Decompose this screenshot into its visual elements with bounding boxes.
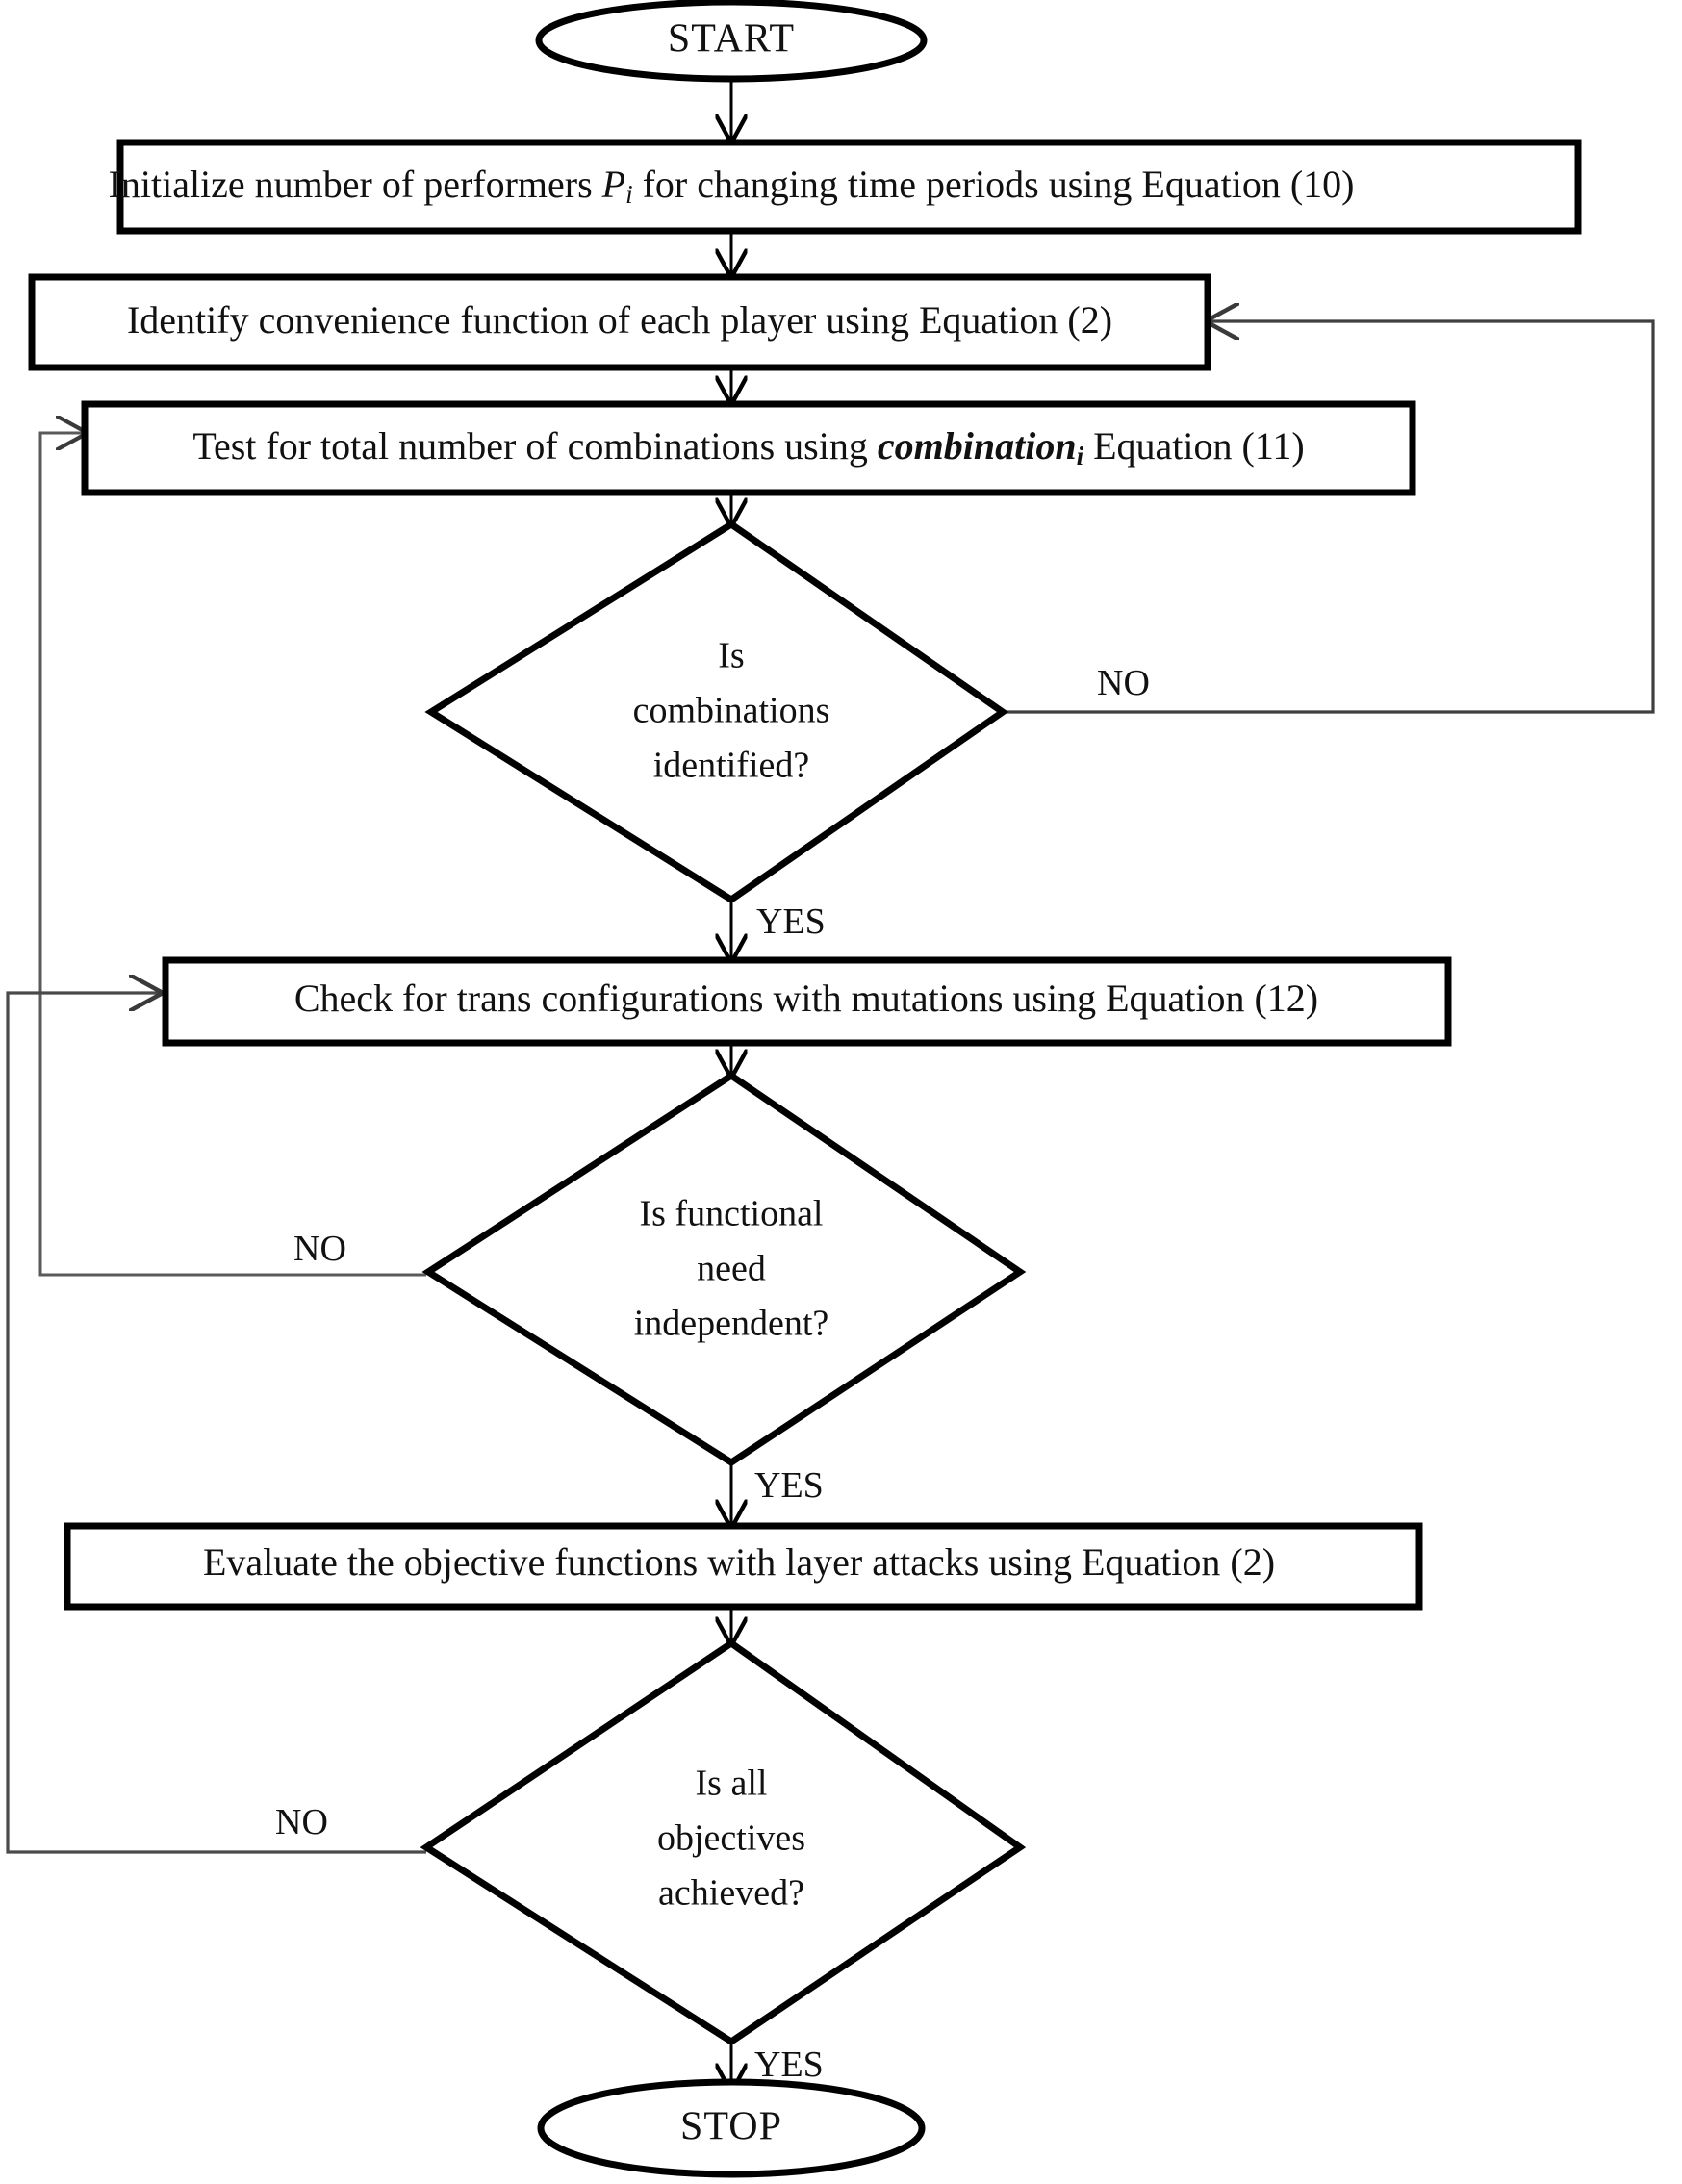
node-identify[interactable]: Identify convenience function of each pl… xyxy=(28,273,1211,371)
decision-objectives-diamond xyxy=(420,1638,1027,2046)
start-label: START xyxy=(668,17,795,62)
node-decision-objectives[interactable]: Is all objectives achieved? xyxy=(420,1638,1027,2046)
test-label: Test for total number of combinations us… xyxy=(192,424,1304,470)
edge-decision3-no-loop xyxy=(6,993,426,1854)
node-start[interactable]: START xyxy=(535,0,928,83)
test-text-after: Equation (11) xyxy=(1083,424,1305,468)
decision-functional-diamond xyxy=(421,1071,1027,1467)
decision-functional-line3: independent? xyxy=(634,1304,829,1344)
node-evaluate[interactable]: Evaluate the objective functions with la… xyxy=(64,1522,1423,1611)
decision-functional-line1: Is functional xyxy=(639,1194,823,1234)
label-functional-yes: YES xyxy=(754,1465,824,1506)
initialize-var: P xyxy=(601,163,625,206)
test-var-sub: i xyxy=(1077,442,1084,470)
evaluate-label: Evaluate the objective functions with la… xyxy=(203,1540,1275,1584)
decision-combinations-line2: combinations xyxy=(633,691,830,731)
label-functional-no: NO xyxy=(293,1229,346,1269)
node-initialize[interactable]: Initialize number of performers Pi for c… xyxy=(109,139,1582,235)
decision-combinations-line3: identified? xyxy=(653,746,809,786)
initialize-box xyxy=(116,139,1582,235)
start-ellipse xyxy=(535,0,928,83)
check-box xyxy=(162,956,1452,1047)
initialize-text-after: for changing time periods using Equation… xyxy=(633,163,1355,206)
initialize-text-before: Initialize number of performers xyxy=(109,163,602,206)
identify-label: Identify convenience function of each pl… xyxy=(127,298,1112,342)
label-objectives-no: NO xyxy=(275,1802,328,1842)
node-decision-combinations[interactable]: Is combinations identified? xyxy=(424,520,1009,904)
decision-combinations-diamond xyxy=(424,520,1009,904)
decision-objectives-line3: achieved? xyxy=(658,1873,804,1914)
stop-label: STOP xyxy=(680,2105,782,2149)
evaluate-box xyxy=(64,1522,1423,1611)
test-text-before: Test for total number of combinations us… xyxy=(192,424,878,468)
decision-functional-line2: need xyxy=(697,1249,766,1289)
node-stop[interactable]: STOP xyxy=(537,2078,926,2178)
edge-decision1-no-loop xyxy=(1001,321,1655,714)
node-test[interactable]: Test for total number of combinations us… xyxy=(81,400,1416,496)
test-var: combination xyxy=(878,424,1077,468)
decision-combinations-line1: Is xyxy=(718,636,744,676)
stop-ellipse xyxy=(537,2078,926,2178)
label-objectives-yes: YES xyxy=(754,2044,824,2085)
node-check[interactable]: Check for trans configurations with muta… xyxy=(162,956,1452,1047)
identify-box xyxy=(28,273,1211,371)
check-label: Check for trans configurations with muta… xyxy=(294,977,1318,1020)
decision-objectives-line2: objectives xyxy=(657,1818,805,1859)
initialize-var-sub: i xyxy=(625,180,633,209)
node-decision-functional[interactable]: Is functional need independent? xyxy=(421,1071,1027,1467)
connectors xyxy=(6,77,1655,2090)
decision-objectives-line1: Is all xyxy=(696,1764,768,1804)
test-box xyxy=(81,400,1416,496)
edge-labels: NO YES NO YES NO YES xyxy=(275,663,1150,2085)
initialize-label: Initialize number of performers Pi for c… xyxy=(109,163,1355,209)
edge-decision2-no-loop xyxy=(38,433,426,1277)
label-combinations-yes: YES xyxy=(756,902,826,942)
label-combinations-no: NO xyxy=(1097,663,1150,703)
